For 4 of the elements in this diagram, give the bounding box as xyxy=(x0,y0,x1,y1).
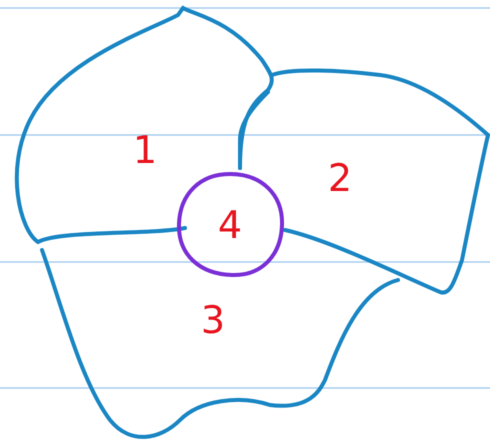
region-number: 3 xyxy=(200,301,226,339)
region-number: 2 xyxy=(328,159,352,197)
region-number: 4 xyxy=(218,206,242,244)
region-number: 1 xyxy=(132,131,158,169)
